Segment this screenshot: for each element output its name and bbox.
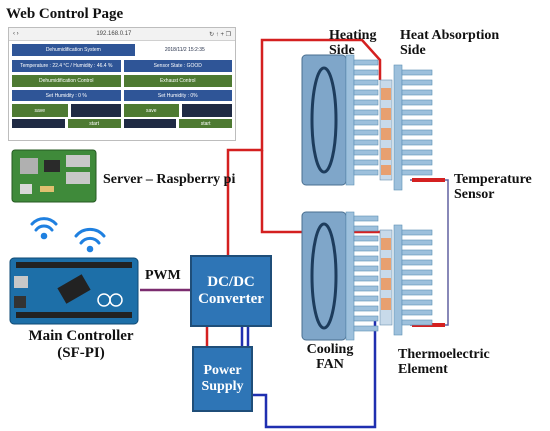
system-title: Dehumidification System bbox=[12, 44, 135, 56]
red-wire-heating bbox=[303, 38, 382, 80]
browser-nav-icons[interactable]: ‹ › bbox=[13, 31, 19, 37]
thermoelectric-line2: Element bbox=[398, 362, 448, 378]
upper-fan-blade-icon bbox=[310, 66, 338, 174]
set-left: Set Humidity : 0 % bbox=[12, 90, 121, 101]
browser-action-icons[interactable]: ↻ ↑ + ❐ bbox=[209, 31, 231, 38]
set-row: Set Humidity : 0 % Set Humidity : 0% bbox=[12, 90, 232, 101]
stepper-right[interactable] bbox=[182, 104, 232, 117]
stepper-left[interactable] bbox=[70, 104, 121, 117]
power-supply-box: Power Supply bbox=[192, 346, 253, 412]
raspberry-pi-board-icon bbox=[11, 149, 97, 203]
browser-url[interactable]: 192.168.0.17 bbox=[96, 31, 132, 37]
pwm-label: PWM bbox=[145, 268, 181, 283]
power-line1: Power bbox=[203, 362, 242, 378]
web-control-page-label: Web Control Page bbox=[6, 6, 124, 22]
stop-area-left bbox=[12, 119, 65, 128]
dcdc-converter-box: DC/DC Converter bbox=[190, 255, 272, 327]
temperature-sensor-label: Temperature Sensor bbox=[454, 172, 532, 203]
control-row: Dehumidification Control Exhaust Control bbox=[12, 75, 232, 87]
heating-side-line2: Side bbox=[329, 43, 355, 59]
thermoelectric-line1: Thermoelectric bbox=[398, 347, 490, 362]
upper-heatsink-right bbox=[393, 64, 433, 191]
heat-absorption-line2: Side bbox=[400, 43, 426, 59]
lower-thermoelectric-element bbox=[379, 229, 393, 326]
lower-fan-blade-icon bbox=[310, 222, 338, 330]
heat-absorption-label: Heat Absorption Side bbox=[400, 28, 499, 59]
upper-heatsink-left bbox=[345, 54, 379, 186]
thermoelectric-element-label: Thermoelectric Element bbox=[398, 347, 490, 378]
upper-thermoelectric-element bbox=[379, 79, 393, 181]
arduino-board-icon bbox=[9, 257, 139, 325]
lower-heatsink-left bbox=[345, 211, 379, 341]
dcdc-line1: DC/DC bbox=[207, 273, 255, 290]
status-left: Temperature : 22.4 °C / Humidity : 46.4 … bbox=[12, 60, 121, 72]
temperature-sensor-line2: Sensor bbox=[454, 187, 495, 203]
cooling-fan-line1: Cooling bbox=[306, 342, 354, 357]
control-right[interactable]: Exhaust Control bbox=[123, 75, 232, 87]
heat-absorption-line1: Heat Absorption bbox=[400, 28, 500, 43]
heating-side-line1: Heating bbox=[329, 28, 377, 43]
save-button-right[interactable]: save bbox=[123, 104, 180, 117]
wifi-icon-right bbox=[74, 227, 106, 253]
upper-fan-frame bbox=[301, 54, 347, 186]
datetime: 2018/11/2 15:2:35 bbox=[164, 47, 205, 53]
red-wire-top bbox=[226, 38, 303, 255]
wifi-icon-left bbox=[30, 217, 58, 240]
lower-peltier-assembly bbox=[301, 211, 433, 341]
browser-toolbar: ‹ › 192.168.0.17 ↻ ↑ + ❐ bbox=[9, 28, 235, 41]
button-row-1: save save bbox=[12, 104, 232, 117]
web-control-page-screenshot: ‹ › 192.168.0.17 ↻ ↑ + ❐ Dehumidificatio… bbox=[8, 27, 236, 141]
main-controller-label: Main Controller (SF-PI) bbox=[6, 328, 156, 361]
save-button-left[interactable]: save bbox=[12, 104, 68, 117]
button-row-2: start start bbox=[12, 119, 232, 128]
dcdc-line2: Converter bbox=[198, 291, 264, 307]
header-row: Dehumidification System 2018/11/2 15:2:3… bbox=[12, 44, 232, 56]
set-right: Set Humidity : 0% bbox=[123, 90, 232, 101]
start-button-left[interactable]: start bbox=[67, 119, 121, 128]
cooling-fan-label: Cooling FAN bbox=[295, 342, 365, 373]
server-label: Server – Raspberry pi bbox=[103, 172, 236, 187]
upper-peltier-assembly bbox=[301, 54, 433, 191]
lower-heatsink-right bbox=[393, 224, 433, 336]
start-button-right[interactable]: start bbox=[179, 119, 232, 128]
lower-fan-frame bbox=[301, 211, 347, 341]
stop-area-right bbox=[123, 119, 177, 128]
main-controller-line2: (SF-PI) bbox=[57, 344, 105, 361]
cooling-fan-line2: FAN bbox=[316, 357, 344, 373]
status-row: Temperature : 22.4 °C / Humidity : 46.4 … bbox=[12, 60, 232, 72]
control-left[interactable]: Dehumidification Control bbox=[12, 75, 121, 87]
power-line2: Supply bbox=[201, 379, 244, 394]
status-right: Sensor State : GOOD bbox=[123, 60, 232, 72]
heating-side-label: Heating Side bbox=[329, 28, 376, 59]
main-controller-line1: Main Controller bbox=[28, 328, 134, 344]
temperature-sensor-line1: Temperature bbox=[454, 172, 532, 187]
